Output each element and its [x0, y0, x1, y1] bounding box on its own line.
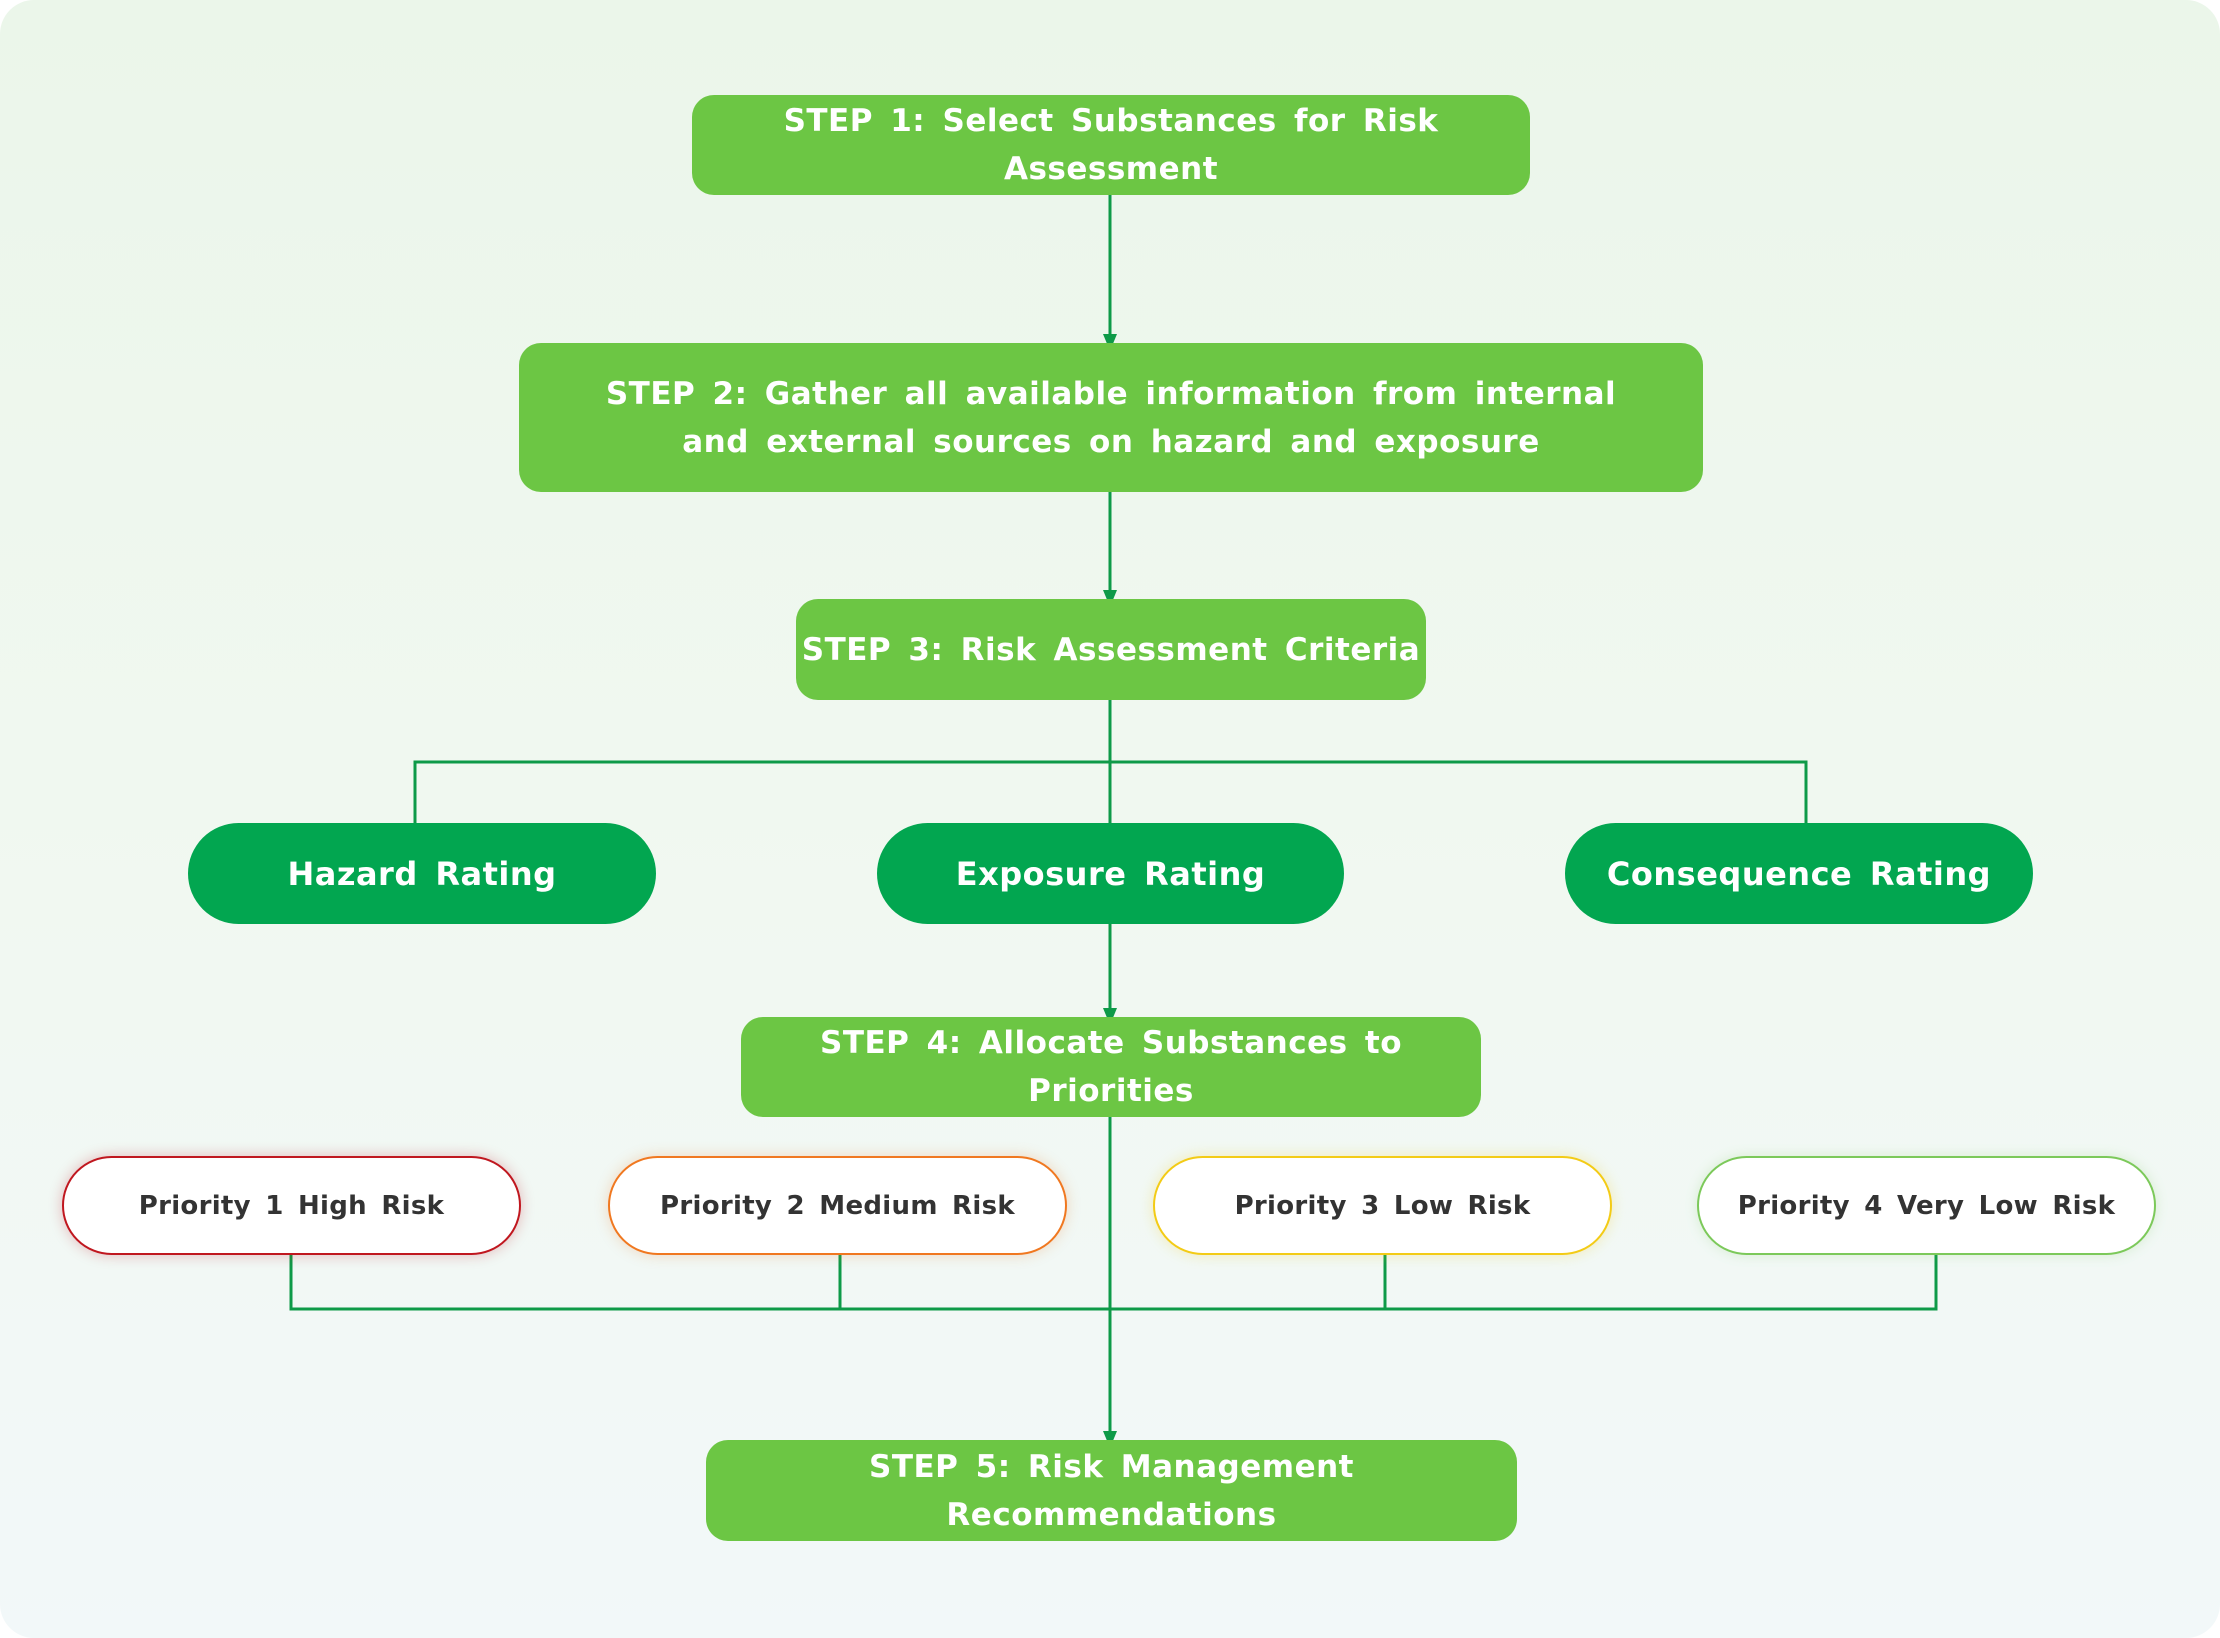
branch-to-ratings [413, 760, 1808, 823]
exposure-rating-label: Exposure Rating [955, 854, 1266, 893]
step-3-label: STEP 3: Risk Assessment Criteria [801, 631, 1421, 668]
priority-4-very-low-risk-box: Priority 4 Very Low Risk [1697, 1156, 2156, 1255]
priority-1-high-risk-box: Priority 1 High Risk [62, 1156, 521, 1255]
priority-bus [289, 1255, 1938, 1311]
hazard-rating-label: Hazard Rating [287, 854, 557, 893]
step-4-box: STEP 4: Allocate Substances to Prioritie… [741, 1017, 1481, 1117]
exposure-rating-box: Exposure Rating [877, 823, 1344, 924]
consequence-rating-box: Consequence Rating [1565, 823, 2033, 924]
step-2-box: STEP 2: Gather all available information… [519, 343, 1703, 492]
step-1-label: STEP 1: Select Substances for Risk Asses… [783, 103, 1439, 187]
consequence-rating-label: Consequence Rating [1606, 854, 1992, 893]
priority-3-low-risk-box: Priority 3 Low Risk [1153, 1156, 1612, 1255]
step-3-box: STEP 3: Risk Assessment Criteria [796, 599, 1426, 700]
step-5-box: STEP 5: Risk Management Recommendations [706, 1440, 1517, 1541]
step-2-label: STEP 2: Gather all available information… [605, 375, 1617, 460]
priority-3-label: Priority 3 Low Risk [1234, 1190, 1531, 1221]
priority-2-label: Priority 2 Medium Risk [660, 1190, 1015, 1221]
step-5-label: STEP 5: Risk Management Recommendations [869, 1448, 1354, 1533]
step-1-box: STEP 1: Select Substances for Risk Asses… [692, 95, 1530, 195]
step-4-label: STEP 4: Allocate Substances to Prioritie… [820, 1025, 1402, 1109]
priority-4-label: Priority 4 Very Low Risk [1737, 1190, 2116, 1221]
hazard-rating-box: Hazard Rating [188, 823, 656, 924]
priority-2-medium-risk-box: Priority 2 Medium Risk [608, 1156, 1067, 1255]
priority-1-label: Priority 1 High Risk [138, 1190, 445, 1221]
